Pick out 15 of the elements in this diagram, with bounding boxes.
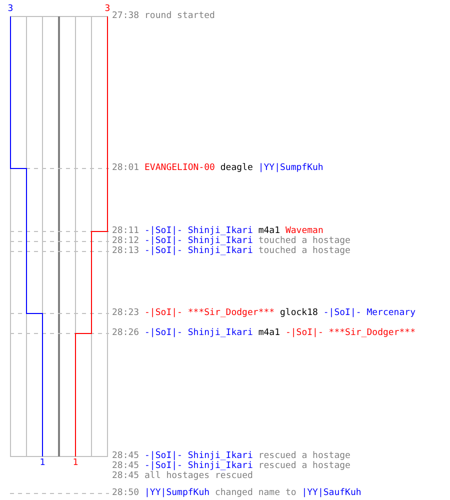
log-entry: 28:50 |YY|SumpfKuh changed name to |YY|SaufKuh xyxy=(112,488,362,498)
log-entry: 28:12 -|SoI|- Shinji_Ikari touched a hostage xyxy=(112,236,350,246)
log-entry: 28:11 -|SoI|- Shinji_Ikari m4a1 Waveman xyxy=(112,226,324,236)
log-entry: 28:26 -|SoI|- Shinji_Ikari m4a1 -|SoI|- ***Sir_Dodger*** xyxy=(112,328,416,338)
log-entry: 28:45 -|SoI|- Shinji_Ikari rescued a hostage xyxy=(112,461,350,471)
log-entry: 28:45 -|SoI|- Shinji_Ikari rescued a hostage xyxy=(112,451,350,461)
count-label: 1 xyxy=(40,458,46,468)
count-label: 3 xyxy=(104,4,110,14)
count-label: 1 xyxy=(72,458,78,468)
count-label: 3 xyxy=(8,4,14,14)
log-entry: 28:45 all hostages rescued xyxy=(112,471,253,481)
log-entry: 28:13 -|SoI|- Shinji_Ikari touched a hostage xyxy=(112,246,350,256)
log-entry: 28:01 EVANGELION-00 deagle |YY|SumpfKuh xyxy=(112,163,324,173)
log-entry: 28:23 -|SoI|- ***Sir_Dodger*** glock18 -|SoI|- Mercenary xyxy=(112,308,416,318)
log-entry: 27:38 round started xyxy=(112,11,215,21)
